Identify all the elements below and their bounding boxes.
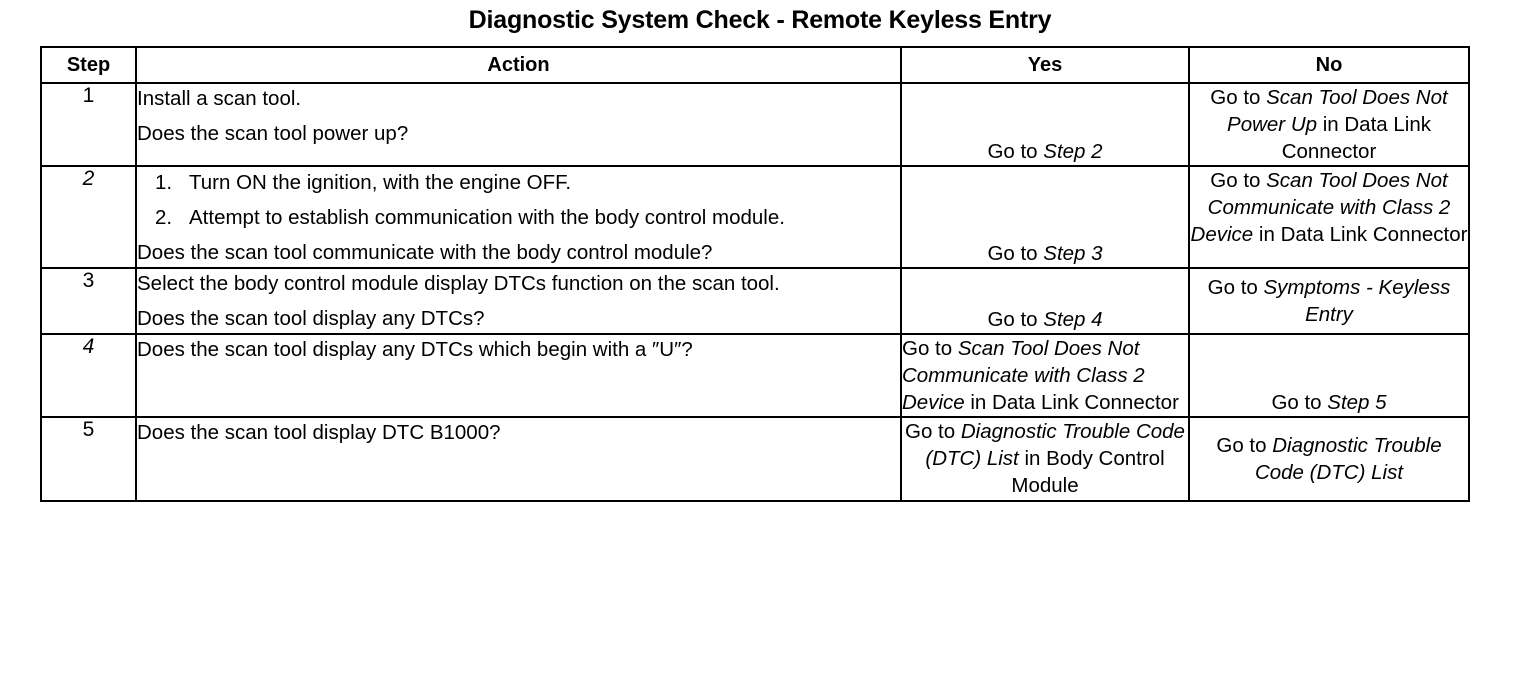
step-number: 2 <box>40 165 137 269</box>
action-substep-list: 1. Turn ON the ignition, with the engine … <box>137 169 900 232</box>
yes-answer-cell: Go to Step 3 <box>900 165 1190 269</box>
substep-number: 2. <box>155 206 173 230</box>
reference-text: Symptoms - Keyless Entry <box>1263 276 1451 327</box>
action-substep: 2. Attempt to establish communication wit… <box>137 204 900 232</box>
action-substep: 1. Turn ON the ignition, with the engine … <box>137 169 900 197</box>
step-number: 1 <box>40 81 137 168</box>
action-cell: Select the body control module display D… <box>135 266 902 336</box>
no-answer-cell: Go to Symptoms - Keyless Entry <box>1188 266 1470 336</box>
yes-answer-cell: Go to Step 2 <box>900 81 1190 168</box>
reference-text: Scan Tool Does Not Power Up <box>1227 86 1448 137</box>
yes-answer-cell: Go to Step 4 <box>900 266 1190 336</box>
table-row: 2 1. Turn ON the ignition, with the engine… <box>40 165 1470 269</box>
substep-text: Turn ON the ignition, with the engine OF… <box>189 171 572 195</box>
reference-text: Diagnostic Trouble Code (DTC) List <box>1254 433 1442 484</box>
reference-text: Step 2 <box>1043 140 1103 164</box>
substep-number: 1. <box>155 171 173 195</box>
action-line: Select the body control module display D… <box>137 272 780 295</box>
action-cell: Install a scan tool. Does the scan tool p… <box>135 81 902 168</box>
reference-text: Step 4 <box>1043 308 1103 332</box>
yes-answer-cell: Go to Diagnostic Trouble Code (DTC) List… <box>900 416 1190 502</box>
yes-answer-cell: Go to Scan Tool Does Not Communicate wit… <box>900 333 1190 419</box>
action-line: Does the scan tool communicate with the … <box>137 240 713 264</box>
action-cell: 1. Turn ON the ignition, with the engine … <box>135 165 902 269</box>
action-line: Install a scan tool. <box>137 87 302 110</box>
reference-text: Step 3 <box>1043 241 1103 265</box>
column-header-yes: Yes <box>900 46 1190 84</box>
no-answer-cell: Go to Diagnostic Trouble Code (DTC) List <box>1188 416 1470 502</box>
substep-text: Attempt to establish communication with … <box>189 206 785 230</box>
page-title: Diagnostic System Check - Remote Keyless… <box>468 6 1052 34</box>
step-number: 3 <box>40 266 137 336</box>
column-header-action: Action <box>135 46 902 84</box>
reference-text: Step 5 <box>1327 391 1387 415</box>
action-line: Does the scan tool display any DTCs? <box>137 307 485 331</box>
step-number: 4 <box>40 333 137 419</box>
reference-text: Scan Tool Does Not Communicate with Clas… <box>902 337 1145 415</box>
action-line: Does the scan tool display DTC B1000? <box>137 421 501 445</box>
action-cell: Does the scan tool display DTC B1000? <box>135 416 902 502</box>
step-number: 5 <box>40 416 137 502</box>
no-answer-cell: Go to Scan Tool Does Not Communicate wit… <box>1188 165 1470 269</box>
no-answer-cell: Go to Scan Tool Does Not Power Up in Dat… <box>1188 81 1470 168</box>
no-answer-cell: Go to Step 5 <box>1188 333 1470 419</box>
column-header-step: Step <box>40 46 137 84</box>
action-cell: Does the scan tool display any DTCs whic… <box>135 333 902 419</box>
action-line: Does the scan tool display any DTCs whic… <box>137 338 693 362</box>
table-header-row: Step Action Yes No <box>40 46 1470 84</box>
column-header-no: No <box>1188 46 1470 84</box>
action-line: Does the scan tool power up? <box>137 122 409 146</box>
reference-text: Diagnostic Trouble Code (DTC) List <box>925 420 1185 471</box>
reference-text: Scan Tool Does Not Communicate with Clas… <box>1190 169 1451 247</box>
